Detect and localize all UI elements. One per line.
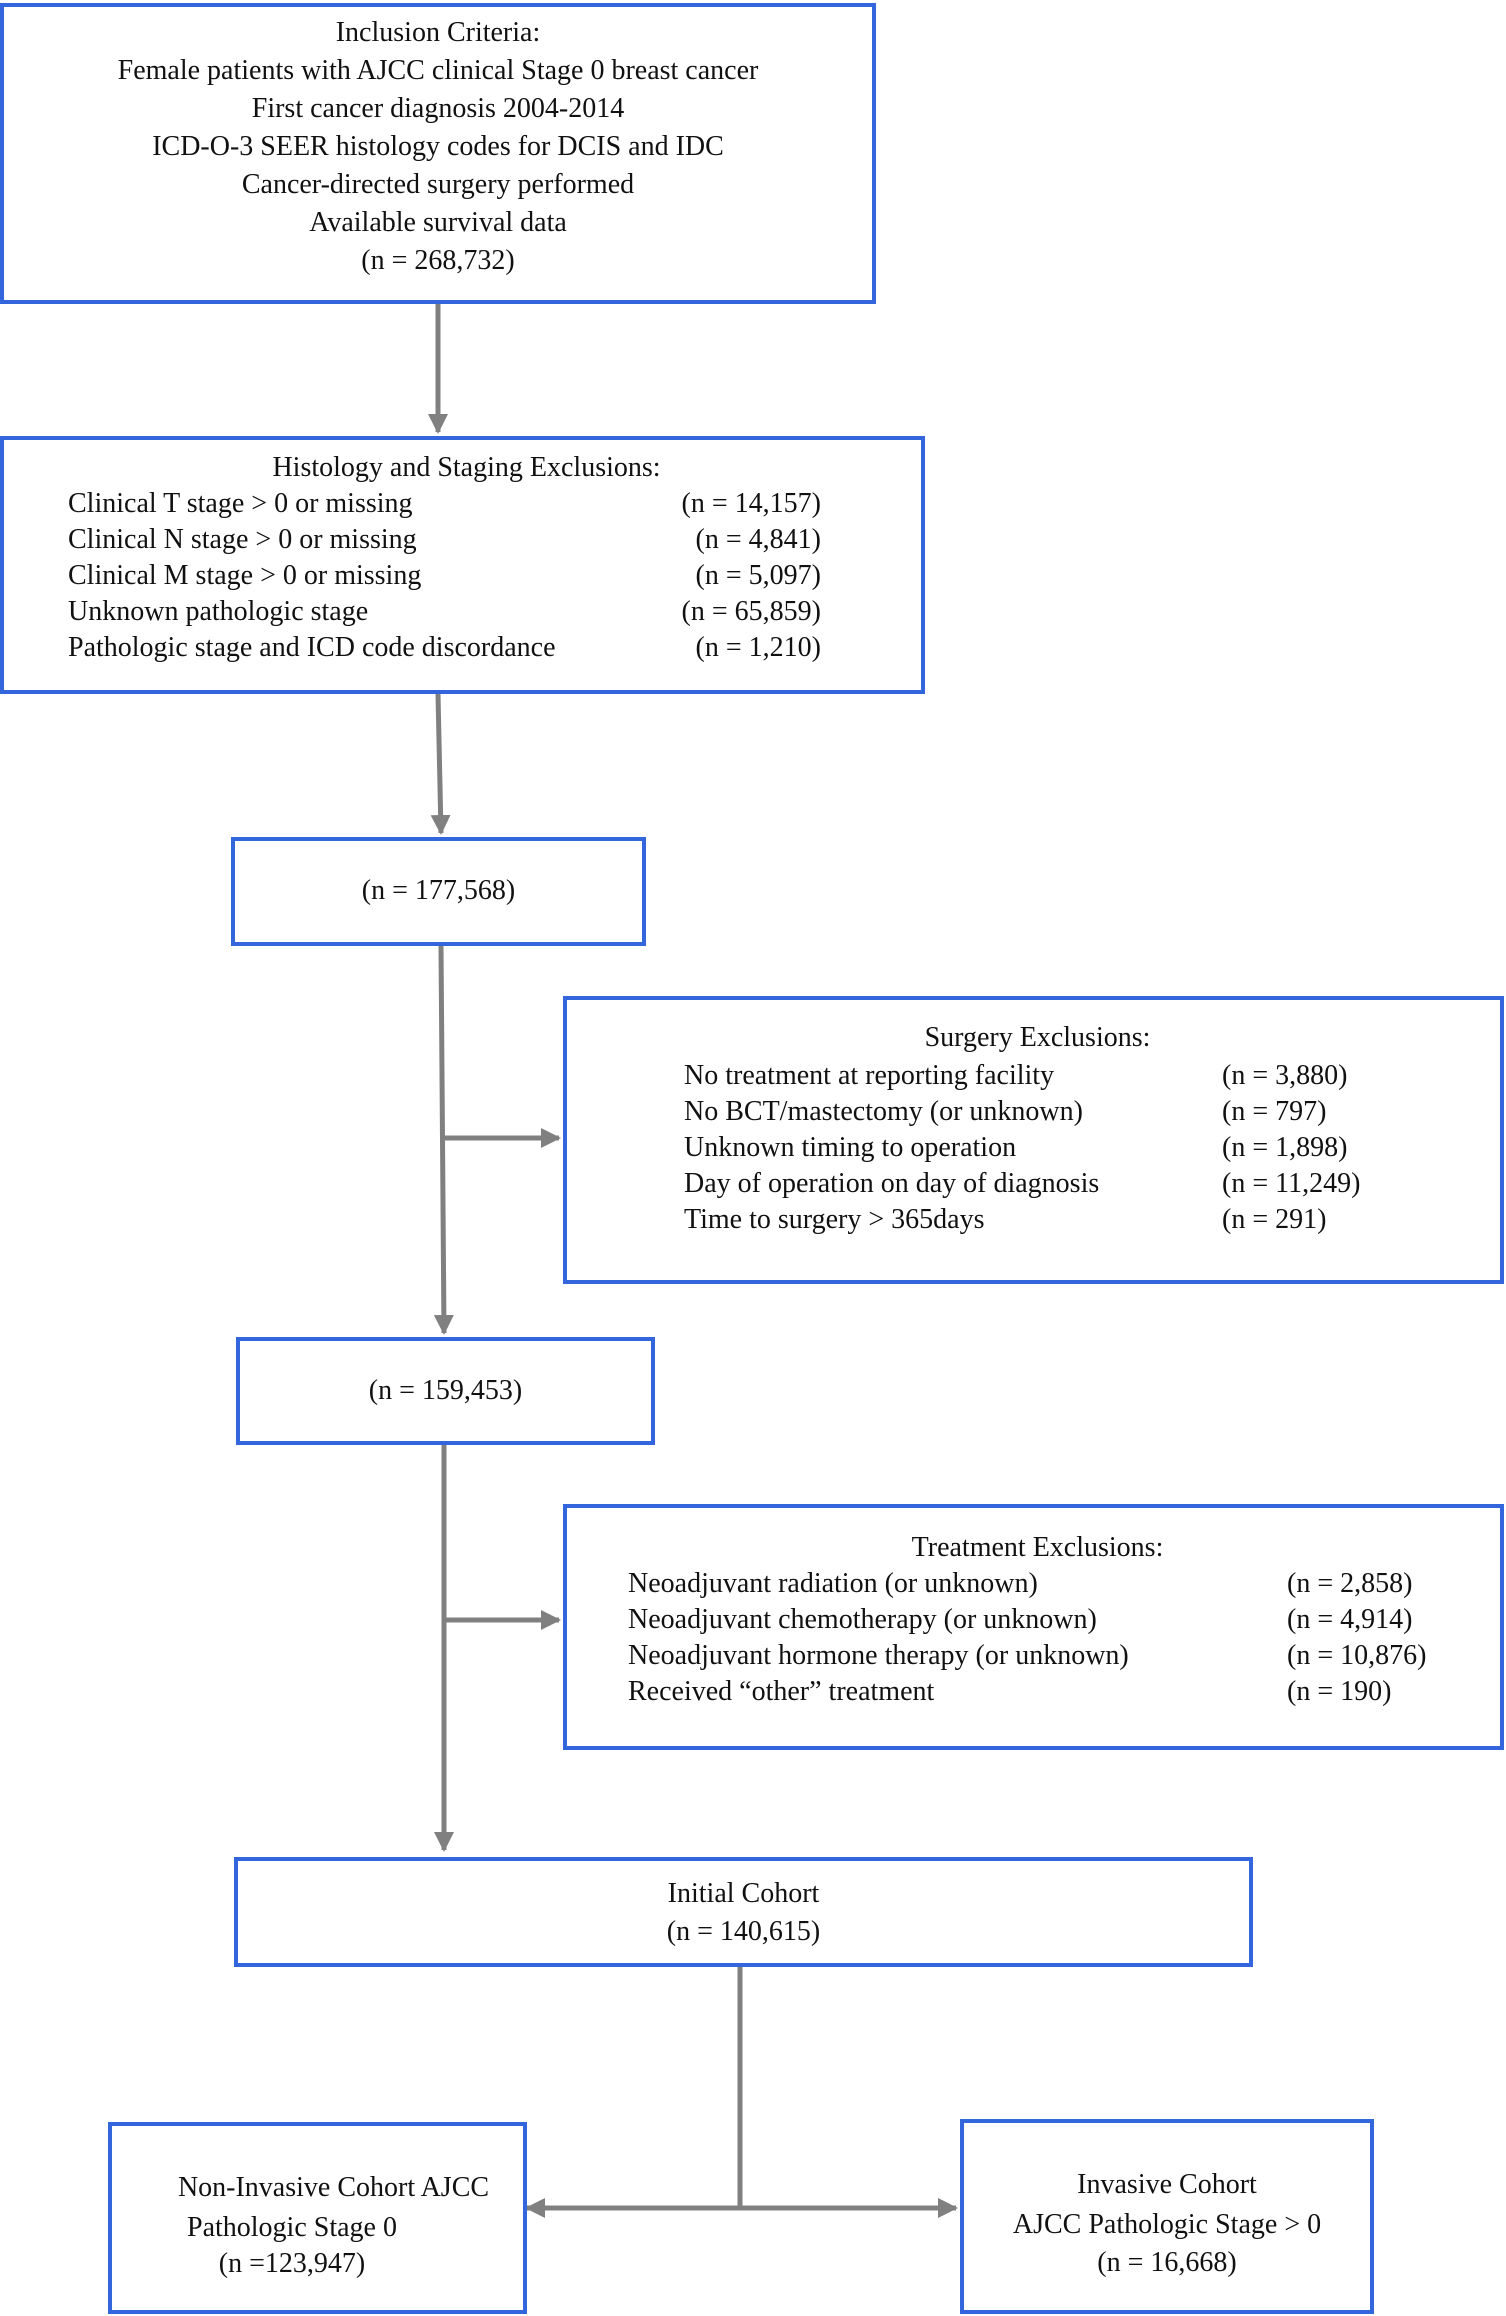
exclusion-count: (n = 65,859) — [681, 596, 821, 627]
inclusion-line: Cancer-directed surgery performed — [241, 169, 635, 200]
initial-cohort-count: (n = 140,615) — [666, 1916, 821, 1947]
exclusion-label: Day of operation on day of diagnosis — [684, 1168, 1100, 1199]
non-invasive-count: (n =123,947) — [218, 2248, 366, 2279]
surgery-exclusions-box: Surgery Exclusions: No treatment at repo… — [563, 996, 1504, 1284]
exclusion-count: (n = 190) — [1287, 1676, 1392, 1707]
exclusion-count: (n = 14,157) — [681, 488, 821, 519]
inclusion-criteria-box: Inclusion Criteria: Female patients with… — [0, 3, 876, 304]
invasive-line: AJCC Pathologic Stage > 0 — [1012, 2209, 1322, 2240]
exclusion-label: Neoadjuvant chemotherapy (or unknown) — [628, 1604, 1097, 1635]
after-surgery-count: (n = 159,453) — [368, 1375, 523, 1406]
inclusion-line: Female patients with AJCC clinical Stage… — [117, 55, 759, 86]
after-surgery-box: (n = 159,453) — [236, 1337, 655, 1445]
exclusion-label: Neoadjuvant radiation (or unknown) — [628, 1568, 1038, 1599]
exclusion-count: (n = 4,914) — [1287, 1604, 1413, 1635]
arrow-histology-to-177568 — [430, 693, 451, 835]
invasive-line: Invasive Cohort — [1077, 2169, 1257, 2200]
exclusion-label: Unknown pathologic stage — [68, 596, 369, 627]
exclusion-label: No BCT/mastectomy (or unknown) — [684, 1096, 1083, 1127]
exclusion-label: Received “other” treatment — [628, 1676, 935, 1707]
inclusion-count: (n = 268,732) — [361, 245, 515, 276]
after-histology-box: (n = 177,568) — [231, 837, 646, 946]
non-invasive-cohort-box: Non-Invasive Cohort AJCC Pathologic Stag… — [108, 2122, 527, 2314]
exclusion-label: Clinical T stage > 0 or missing — [68, 488, 413, 519]
non-invasive-line: Pathologic Stage 0 — [187, 2212, 397, 2243]
exclusion-count: (n = 11,249) — [1222, 1168, 1361, 1199]
surgery-title: Surgery Exclusions: — [924, 1022, 1151, 1053]
invasive-cohort-box: Invasive Cohort AJCC Pathologic Stage > … — [960, 2119, 1374, 2314]
non-invasive-line: Non-Invasive Cohort AJCC — [177, 2172, 490, 2203]
histology-exclusions-box: Histology and Staging Exclusions: Clinic… — [0, 436, 925, 694]
initial-cohort-title: Initial Cohort — [667, 1878, 820, 1909]
exclusion-label: Unknown timing to operation — [684, 1132, 1017, 1163]
initial-cohort-box: Initial Cohort (n = 140,615) — [234, 1857, 1253, 1967]
treatment-title: Treatment Exclusions: — [911, 1532, 1164, 1563]
exclusion-count: (n = 1,898) — [1222, 1132, 1348, 1163]
exclusion-label: Clinical N stage > 0 or missing — [68, 524, 417, 555]
exclusion-count: (n = 3,880) — [1222, 1060, 1348, 1091]
exclusion-count: (n = 5,097) — [695, 560, 821, 591]
histology-title: Histology and Staging Exclusions: — [272, 452, 661, 483]
exclusion-label: Pathologic stage and ICD code discordanc… — [68, 632, 556, 663]
exclusion-label: Neoadjuvant hormone therapy (or unknown) — [628, 1640, 1129, 1671]
invasive-count: (n = 16,668) — [1097, 2247, 1237, 2278]
exclusion-label: Time to surgery > 365days — [684, 1204, 985, 1235]
inclusion-line: First cancer diagnosis 2004-2014 — [251, 93, 625, 124]
exclusion-count: (n = 4,841) — [695, 524, 821, 555]
exclusion-count: (n = 2,858) — [1287, 1568, 1413, 1599]
exclusion-label: Clinical M stage > 0 or missing — [68, 560, 422, 591]
treatment-exclusions-box: Treatment Exclusions: Neoadjuvant radiat… — [563, 1504, 1504, 1750]
exclusion-count: (n = 291) — [1222, 1204, 1327, 1235]
inclusion-line: Available survival data — [309, 207, 567, 238]
exclusion-count: (n = 10,876) — [1287, 1640, 1427, 1671]
exclusion-count: (n = 1,210) — [695, 632, 821, 663]
after-histology-count: (n = 177,568) — [361, 875, 516, 906]
inclusion-line: ICD-O-3 SEER histology codes for DCIS an… — [152, 131, 724, 162]
inclusion-title: Inclusion Criteria: — [335, 17, 541, 48]
exclusion-label: No treatment at reporting facility — [684, 1060, 1055, 1091]
exclusion-count: (n = 797) — [1222, 1096, 1327, 1127]
